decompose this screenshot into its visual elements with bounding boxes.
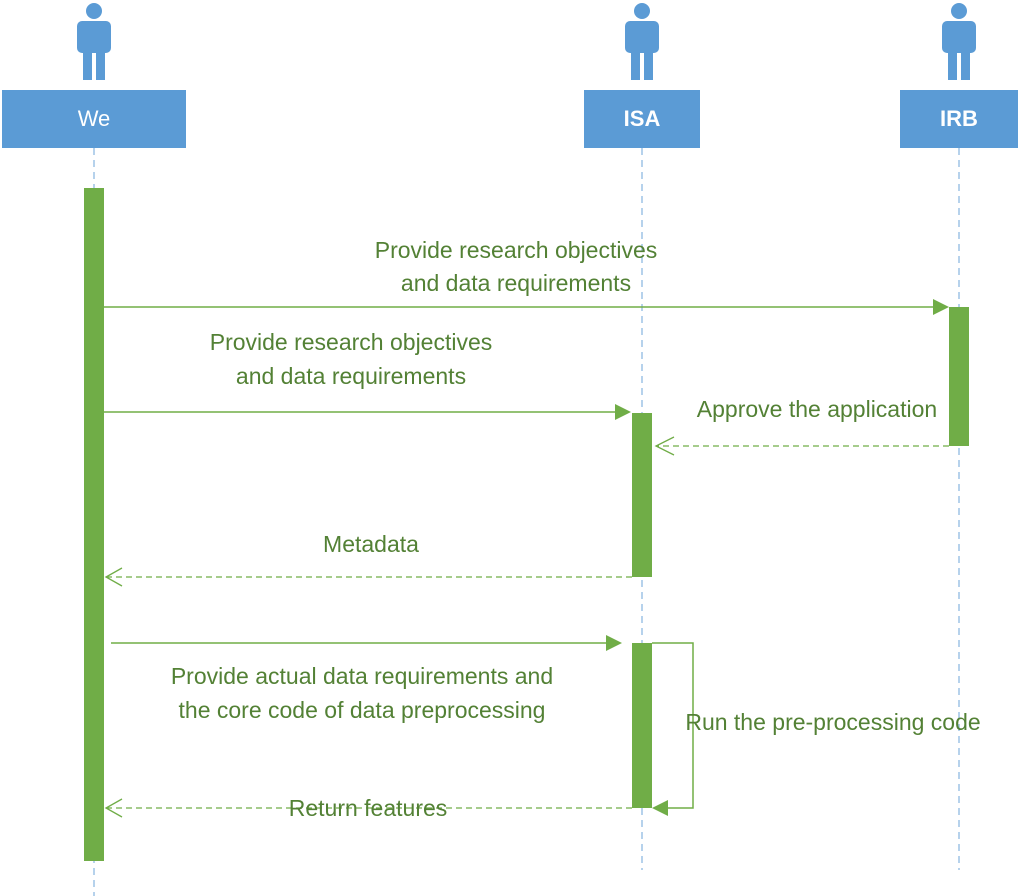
message-label: Provide research objectives <box>210 329 493 355</box>
arrowhead-icon <box>606 635 622 651</box>
activation-irb <box>949 307 969 446</box>
message-label-line: Provide actual data requirements and <box>171 663 553 689</box>
open-arrowhead-icon <box>104 567 123 587</box>
actor-label-isa: ISA <box>624 106 661 131</box>
activation-isa-1 <box>632 413 652 577</box>
message-label: and data requirements <box>401 270 631 296</box>
person-icon <box>942 3 976 80</box>
arrowhead-icon <box>652 800 668 816</box>
message-label-line: and data requirements <box>236 363 466 389</box>
open-arrowhead-icon <box>104 798 123 818</box>
message-label-line: the core code of data preprocessing <box>179 697 546 723</box>
message-label: the core code of data preprocessing <box>179 697 546 723</box>
message-label: Run the pre-processing code <box>685 709 980 735</box>
message-label: Provide research objectives <box>375 237 658 263</box>
message-we-to-isa-code: Provide actual data requirements and the… <box>111 635 622 723</box>
actor-isa: ISA <box>584 3 700 148</box>
message-we-to-isa: Provide research objectives and data req… <box>104 329 631 420</box>
activation-isa-2 <box>632 643 652 808</box>
message-isa-to-we-metadata: Metadata <box>104 531 632 587</box>
actor-label-irb: IRB <box>940 106 978 131</box>
message-isa-self: Run the pre-processing code <box>652 642 981 816</box>
actor-box-irb <box>900 90 1018 148</box>
message-label: and data requirements <box>236 363 466 389</box>
message-label-line: Provide research objectives <box>210 329 493 355</box>
actor-box-isa <box>584 90 700 148</box>
person-icon <box>77 3 111 80</box>
message-label: Provide actual data requirements and <box>171 663 553 689</box>
arrowhead-icon <box>933 299 949 315</box>
actor-irb: IRB <box>900 3 1018 148</box>
activation-we <box>84 188 104 861</box>
message-label-line: Provide research objectives <box>375 237 658 263</box>
person-icon <box>625 3 659 80</box>
message-label: Metadata <box>323 531 419 557</box>
actor-we: We <box>2 3 186 148</box>
arrowhead-icon <box>615 404 631 420</box>
actor-box-we <box>2 90 186 148</box>
message-label: Approve the application <box>697 396 937 422</box>
message-irb-to-isa: Approve the application <box>654 396 949 456</box>
message-we-to-irb: Provide research objectives and data req… <box>104 237 949 315</box>
message-label-line: and data requirements <box>401 270 631 296</box>
message-isa-to-we-features: Return features <box>104 795 632 821</box>
open-arrowhead-icon <box>654 436 675 456</box>
message-label: Return features <box>289 795 448 821</box>
actor-label-we: We <box>78 106 111 131</box>
